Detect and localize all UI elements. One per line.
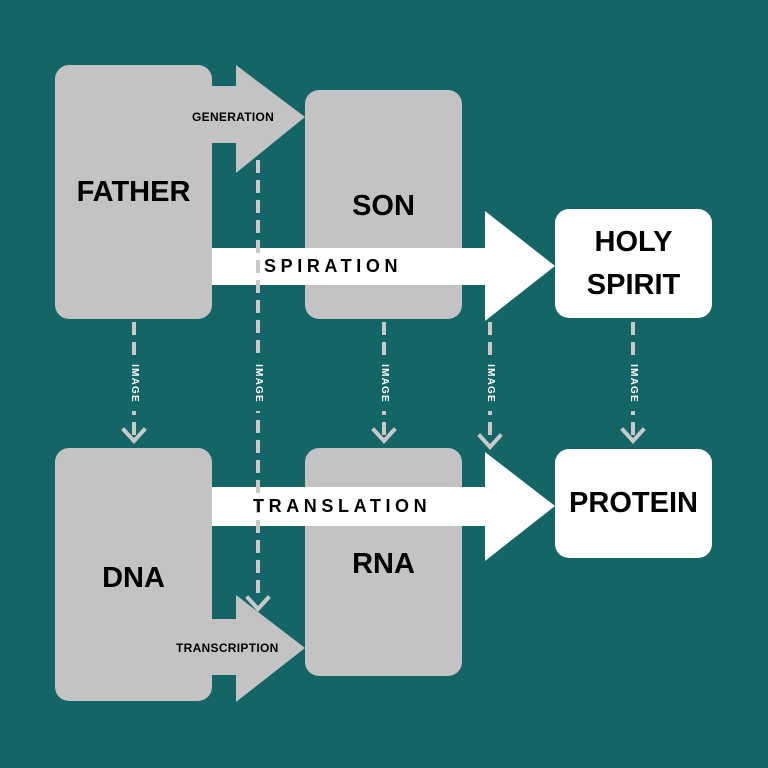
generation-arrow [212, 65, 305, 173]
image-label-father-dna: IMAGE [126, 355, 142, 411]
translation-label: TRANSLATION [253, 496, 432, 516]
arrowhead-spirit-protein [620, 427, 646, 444]
arrowhead-son-rna [371, 427, 397, 444]
image-label-generation-transcription: IMAGE [250, 355, 266, 411]
father-label: FATHER [76, 175, 191, 208]
dna-label: DNA [102, 562, 165, 594]
arrowhead-generation-transcription [245, 595, 271, 612]
image-label-son-rna: IMAGE [376, 355, 392, 411]
spiration-label: SPIRATION [264, 256, 403, 276]
rna-label: RNA [352, 548, 415, 580]
spiration-arrow [212, 211, 555, 321]
protein-box: PROTEIN [555, 449, 712, 558]
translation-arrow [212, 452, 555, 561]
arrowhead-father-dna [121, 427, 147, 444]
son-label: SON [352, 190, 415, 222]
father-box: FATHER [55, 65, 212, 319]
holy-spirit-box: HOLY SPIRIT [555, 209, 712, 318]
transcription-label: TRANSCRIPTION [176, 641, 279, 655]
dna-box: DNA [55, 448, 212, 701]
holy-spirit-label: HOLY SPIRIT [586, 226, 681, 301]
protein-label: PROTEIN [569, 487, 698, 520]
rna-box: RNA [305, 448, 462, 676]
image-label-spirit-protein: IMAGE [625, 355, 641, 411]
arrowhead-spiration-translation [477, 433, 503, 450]
transcription-arrow [212, 595, 305, 702]
generation-label: GENERATION [192, 110, 275, 124]
image-label-spiration-translation: IMAGE [482, 355, 498, 411]
